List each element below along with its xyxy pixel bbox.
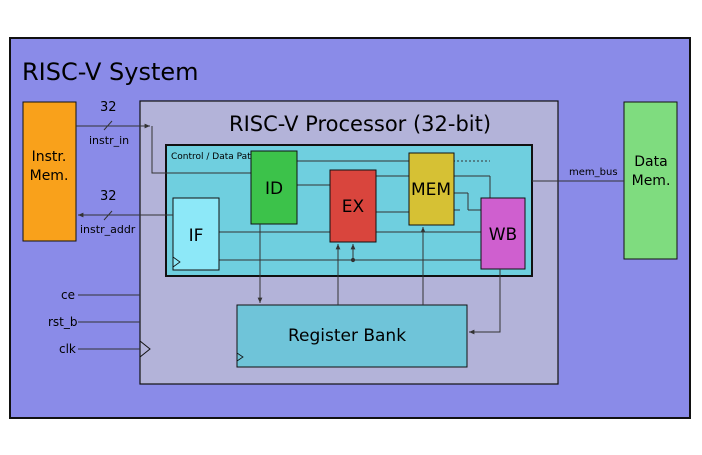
processor-title: RISC-V Processor (32-bit) xyxy=(229,112,491,136)
rst-b-label: rst_b xyxy=(48,315,78,329)
instr-mem-label-line2: Mem. xyxy=(30,168,69,184)
mem-stage-block xyxy=(408,152,455,226)
mem-stage-label: MEM xyxy=(411,180,451,200)
register-bank-label: Register Bank xyxy=(288,326,406,346)
ex-stage-block xyxy=(329,169,377,243)
system-title: RISC-V System xyxy=(22,58,199,86)
wb-stage-label: WB xyxy=(489,225,517,245)
id-stage-block xyxy=(250,150,298,225)
instr-addr-label: instr_addr xyxy=(80,223,136,236)
instr-in-label: instr_in xyxy=(89,134,129,147)
data-mem-block xyxy=(623,101,678,260)
if-clock-icon xyxy=(172,256,181,268)
ce-label: ce xyxy=(61,288,75,302)
instr-addr-width: 32 xyxy=(100,189,117,204)
processor-clock-icon xyxy=(139,340,151,358)
register-bank-connections xyxy=(257,224,501,335)
if-stage-label: IF xyxy=(189,226,204,246)
instr-mem-block xyxy=(22,101,77,242)
data-mem-label-line2: Mem. xyxy=(632,173,671,189)
external-wires xyxy=(76,120,624,350)
datapath-label: Control / Data Path xyxy=(171,152,256,162)
ex-stage-label: EX xyxy=(342,197,365,217)
mem-bus-label: mem_bus xyxy=(569,167,618,178)
register-bank-clock-icon xyxy=(236,352,244,362)
wb-stage-block xyxy=(480,197,526,270)
data-mem-label-line1: Data xyxy=(634,154,667,170)
instr-in-width: 32 xyxy=(100,100,117,115)
register-bank-block xyxy=(236,304,468,368)
clk-label: clk xyxy=(59,342,76,356)
if-stage-block xyxy=(172,197,220,271)
id-stage-label: ID xyxy=(265,179,283,199)
instr-mem-label-line1: Instr. xyxy=(32,149,67,165)
